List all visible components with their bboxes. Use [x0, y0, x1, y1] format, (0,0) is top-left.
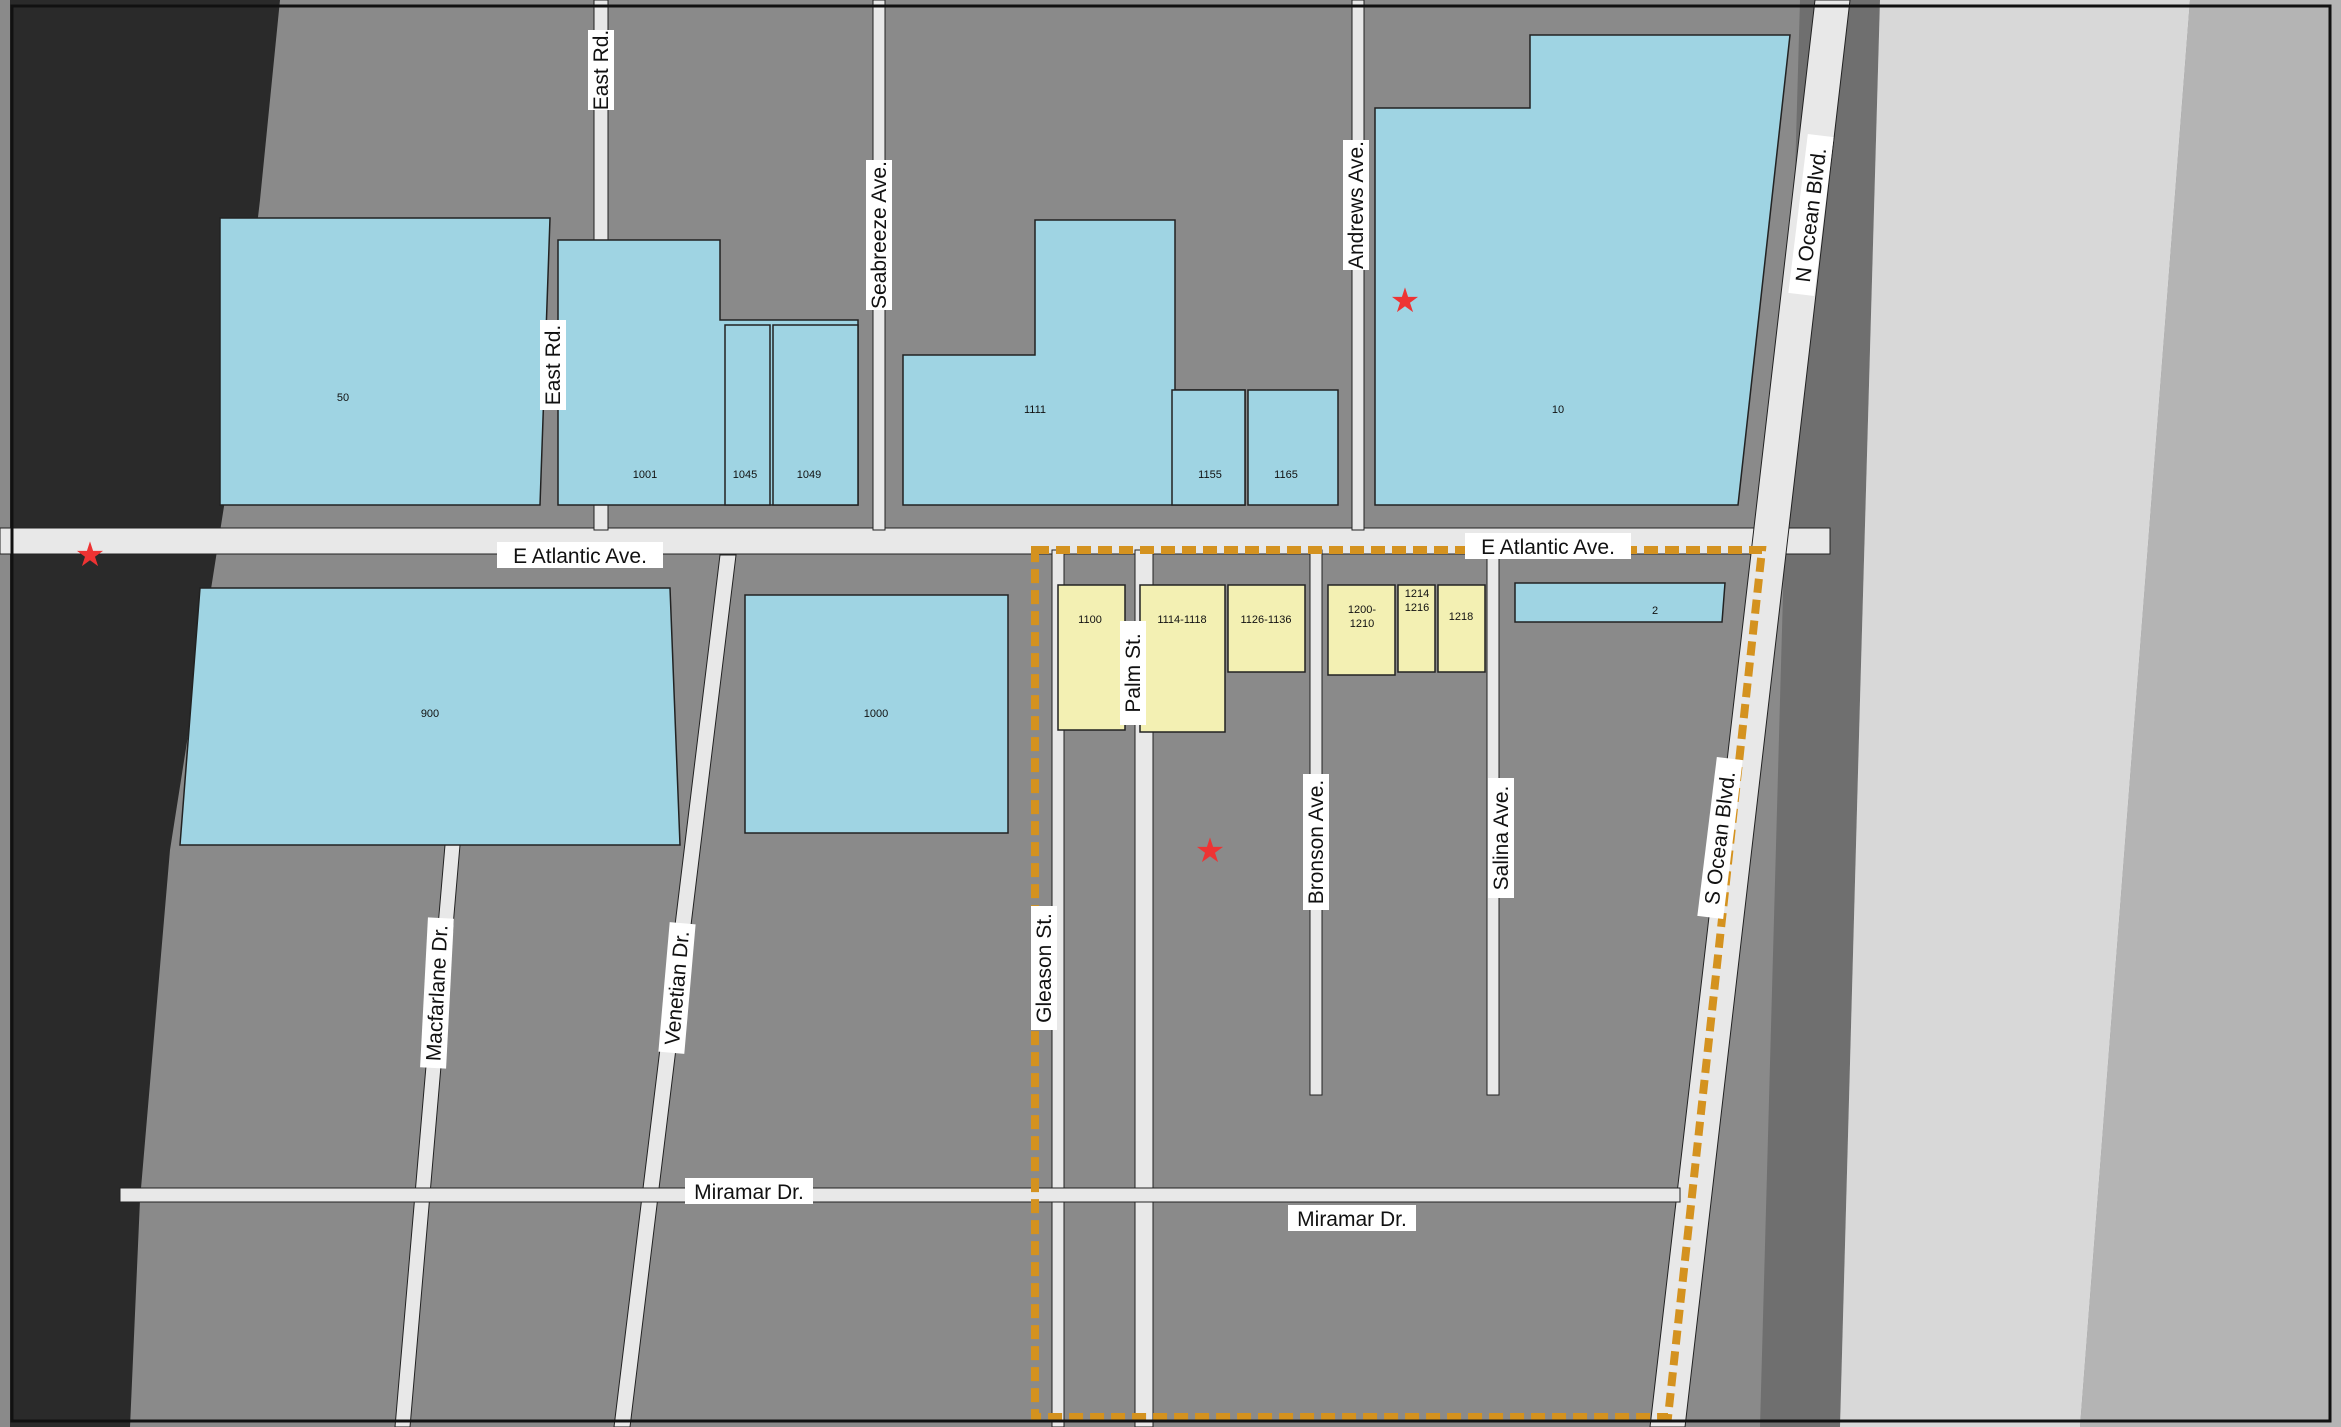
label-east-rd-south: East Rd.	[540, 320, 566, 410]
parcel-1218	[1437, 584, 1486, 673]
parcels-proposed	[1057, 584, 1486, 733]
parcel-label: 10	[1552, 404, 1564, 416]
star-icon: ★	[75, 535, 105, 575]
svg-text:East Rd.: East Rd.	[590, 30, 613, 111]
label-macfarlane: Macfarlane Dr.	[420, 917, 454, 1069]
parcel-label: 1165	[1274, 469, 1298, 481]
parcel-1200-1210	[1327, 584, 1396, 676]
parcel-label: 1100	[1078, 614, 1102, 626]
svg-text:East Rd.: East Rd.	[542, 325, 565, 406]
road-ocean-blvd	[1649, 0, 1851, 1427]
parcel-label: 900	[421, 708, 439, 720]
parcel-label: 1155	[1198, 469, 1222, 481]
parcel-1000	[744, 594, 1009, 834]
parcel-2	[1514, 582, 1726, 623]
intracoastal-waterway	[10, 0, 280, 1427]
beach	[1840, 0, 2190, 1427]
star-icon: ★	[1390, 281, 1420, 321]
label-miramar-east: Miramar Dr.	[1288, 1205, 1416, 1231]
parcel-label: 1214	[1405, 588, 1429, 600]
svg-text:Palm St.: Palm St.	[1122, 633, 1145, 712]
parcel-1165	[1247, 389, 1339, 506]
parcel-label: 1216	[1405, 602, 1429, 614]
svg-text:Salina Ave.: Salina Ave.	[1490, 786, 1513, 891]
svg-text:Gleason St.: Gleason St.	[1033, 913, 1056, 1023]
parcel-labels: 50 1001 1045 1049 1111 1155 1165 10 900 …	[337, 392, 1658, 720]
label-salina: Salina Ave.	[1488, 778, 1514, 898]
svg-text:E Atlantic Ave.: E Atlantic Ave.	[1481, 536, 1615, 559]
label-east-rd-north: East Rd.	[588, 30, 614, 111]
parcel-1214-1216	[1397, 584, 1436, 673]
label-palm: Palm St.	[1120, 621, 1146, 725]
parcel-label: 1126-1136	[1241, 614, 1292, 626]
map-frame	[10, 4, 2332, 1423]
parcels-existing	[179, 34, 1791, 846]
label-gleason: Gleason St.	[1031, 906, 1057, 1030]
parcel-10	[1374, 34, 1791, 506]
svg-text:Miramar Dr.: Miramar Dr.	[694, 1181, 804, 1204]
svg-text:Bronson Ave.: Bronson Ave.	[1305, 780, 1328, 905]
star-icon: ★	[1195, 831, 1225, 871]
svg-text:Andrews Ave.: Andrews Ave.	[1345, 141, 1368, 269]
parcel-50	[219, 217, 551, 506]
label-e-atlantic-west: E Atlantic Ave.	[497, 542, 663, 568]
svg-text:Seabreeze Ave.: Seabreeze Ave.	[868, 161, 891, 309]
parcel-1114-1118	[1139, 584, 1226, 733]
parcel-1045	[724, 324, 771, 506]
ocean	[2080, 0, 2341, 1427]
parcel-label: 1045	[733, 469, 757, 481]
svg-text:Miramar Dr.: Miramar Dr.	[1297, 1208, 1407, 1231]
parcel-label: 1001	[633, 469, 657, 481]
parcel-1100	[1057, 584, 1126, 731]
parcel-label: 1111	[1024, 404, 1046, 416]
parcel-label: 50	[337, 392, 349, 404]
label-andrews: Andrews Ave.	[1343, 140, 1369, 270]
parcel-label: 1200-	[1348, 604, 1376, 616]
parcel-label: 1000	[864, 708, 888, 720]
parcel-900	[179, 587, 681, 846]
parcel-label: 1210	[1350, 618, 1374, 630]
svg-text:E Atlantic Ave.: E Atlantic Ave.	[513, 545, 647, 568]
label-e-atlantic-east: E Atlantic Ave.	[1465, 533, 1631, 559]
label-miramar-west: Miramar Dr.	[685, 1178, 813, 1204]
label-bronson: Bronson Ave.	[1303, 774, 1329, 910]
landmark-markers: ★ ★ ★	[75, 281, 1420, 871]
parcel-label: 1049	[797, 469, 821, 481]
parcel-label: 2	[1652, 605, 1658, 617]
parcel-1126-1136	[1227, 584, 1306, 673]
street-labels: E Atlantic Ave. E Atlantic Ave. Miramar …	[420, 30, 1834, 1231]
label-seabreeze: Seabreeze Ave.	[866, 160, 892, 310]
parcel-1049	[772, 324, 859, 506]
road-miramar	[119, 1187, 1681, 1203]
parcel-label: 1114-1118	[1157, 614, 1206, 626]
parcel-label: 1218	[1449, 611, 1473, 623]
parcel-1155	[1171, 389, 1246, 506]
